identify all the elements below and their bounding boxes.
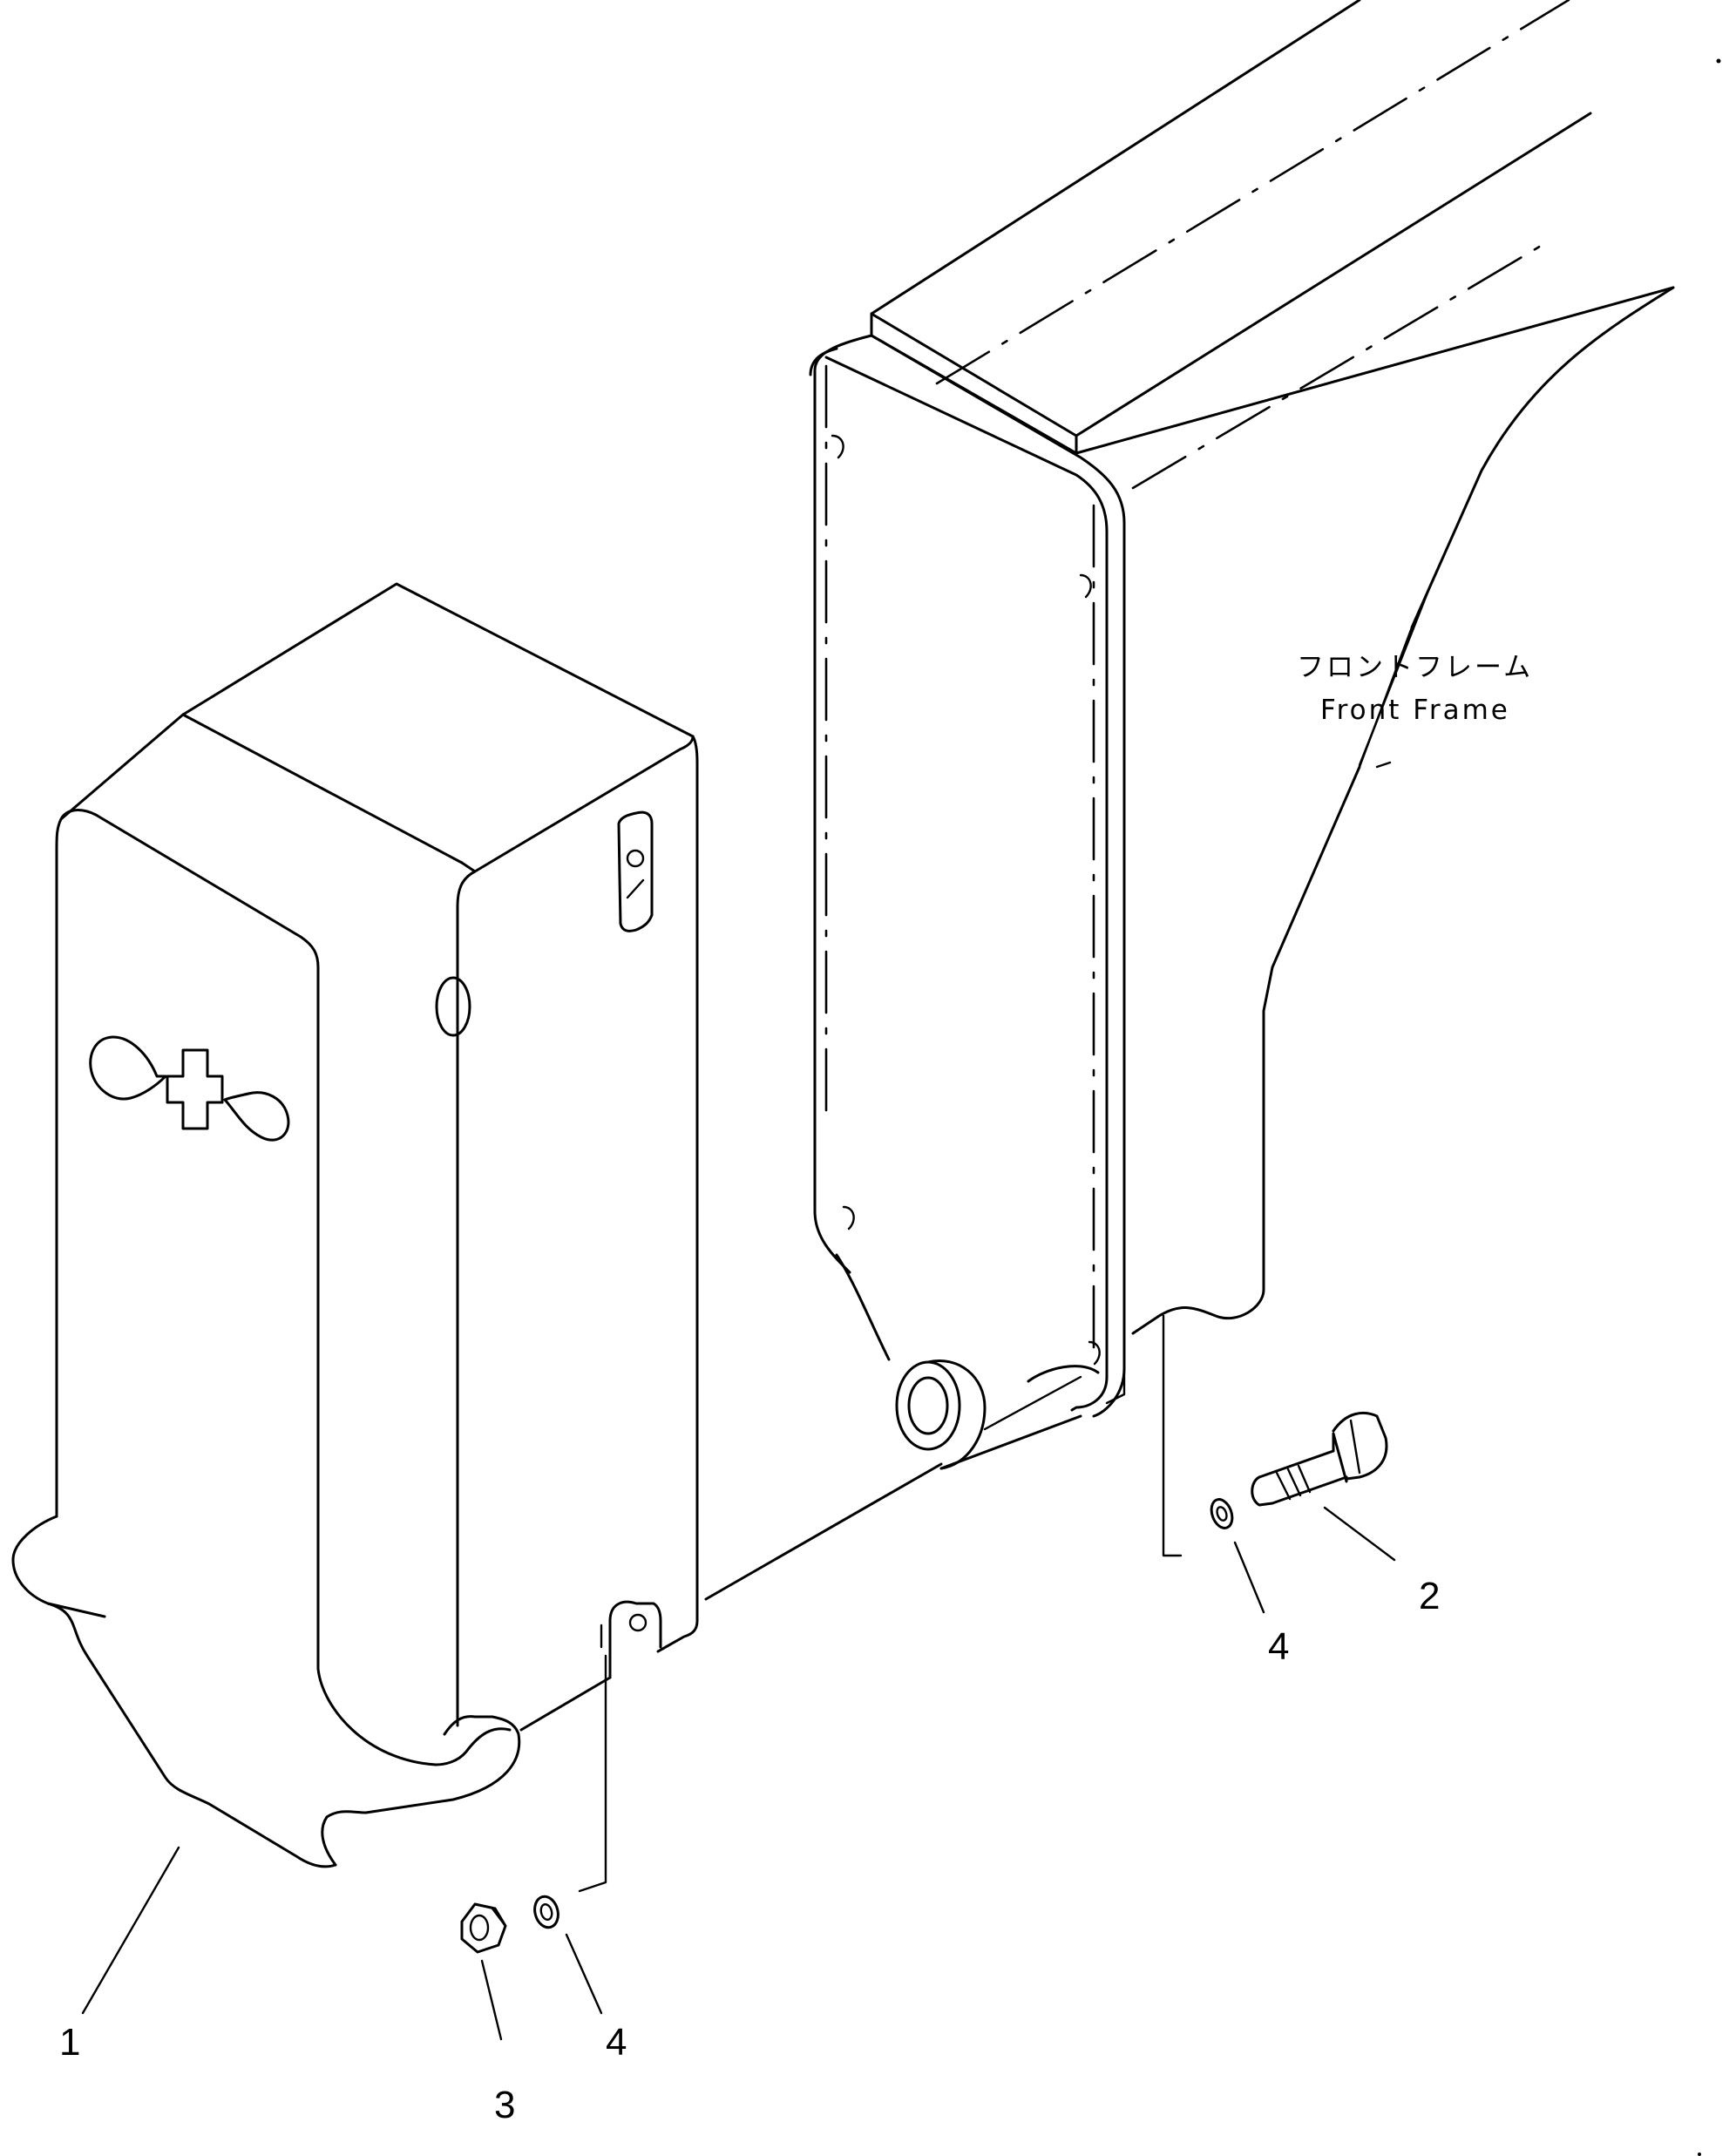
callout-4a: 4 <box>1268 1625 1289 1668</box>
leader-lines <box>81 582 1433 2041</box>
scan-speck <box>1698 2153 1701 2156</box>
frame-label-japanese: フロントフレーム <box>1297 652 1533 683</box>
cover-part-1 <box>11 582 943 1868</box>
callout-3: 3 <box>494 2084 515 2126</box>
frame-label-english: Front Frame <box>1320 695 1510 726</box>
front-frame <box>809 0 1675 1470</box>
nut-part-3 <box>460 1902 507 1954</box>
washer-part-4-upper <box>1210 1498 1234 1529</box>
bolt-part-2 <box>1251 1412 1388 1507</box>
scan-speck <box>1716 58 1721 64</box>
callout-2: 2 <box>1419 1575 1440 1617</box>
callout-1: 1 <box>59 2021 80 2064</box>
brand-logo <box>89 1035 290 1142</box>
callout-4b: 4 <box>606 2021 627 2064</box>
washer-part-4-lower <box>533 1895 559 1929</box>
